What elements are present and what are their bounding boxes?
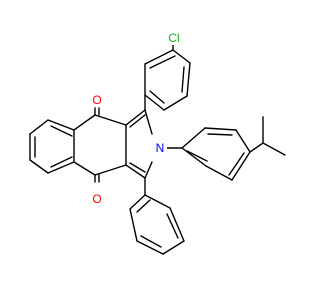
molecule-structure: Cl N O O	[29, 31, 286, 255]
atom-oxygen-top: O	[90, 92, 104, 107]
pyrrole-ring	[125, 109, 153, 179]
structure-canvas: Cl N O O	[29, 31, 286, 255]
oxygen-top-label: O	[92, 93, 101, 107]
atom-chlorine: Cl	[164, 31, 184, 45]
isopropylphenyl-ring	[166, 116, 286, 181]
oxygen-bottom-label: O	[92, 192, 101, 206]
atom-oxygen-bottom: O	[90, 191, 104, 206]
quinone-ring	[73, 107, 127, 183]
benzo-ring	[29, 119, 75, 174]
atom-nitrogen: N	[153, 140, 167, 155]
chlorine-label: Cl	[168, 31, 179, 45]
phenyl-ring	[129, 177, 185, 255]
nitrogen-label: N	[156, 141, 165, 155]
chlorophenyl-ring	[144, 49, 191, 111]
